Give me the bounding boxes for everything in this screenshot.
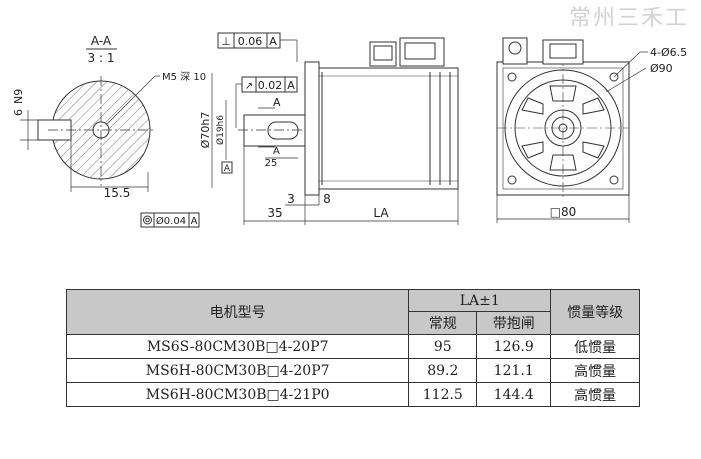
cell-model: MS6H-80CM30B□4-21P0 [65, 382, 410, 407]
cell-model: MS6H-80CM30B□4-20P7 [65, 358, 410, 383]
dim-35: 35 [267, 206, 282, 220]
header-standard: 常规 [408, 311, 478, 335]
watermark: 常州三禾工 [568, 6, 689, 31]
perpendicularity-datum: A [269, 35, 277, 48]
motor-body [318, 67, 459, 190]
cell-standard: 89.2 [408, 358, 478, 383]
datum-box: A [224, 164, 231, 174]
side-view: ⊥ 0.06 A ↗ 0.02 A A A Ø70h7 Ø19h6 A 25 [140, 32, 459, 228]
section-arrow-top: A [273, 96, 281, 109]
front-view: 4-Ø6.5 Ø90 □80 [496, 37, 687, 223]
runout-tol: 0.02 [258, 79, 283, 92]
mount-hole-bl [507, 175, 517, 185]
header-inertia: 惯量等级 [550, 289, 640, 335]
shaft-key [267, 121, 299, 140]
dim-3: 3 [287, 192, 295, 206]
mount-hole-tl [507, 72, 517, 82]
dim-la: LA [373, 206, 389, 220]
thread-note: M5 深 10 [162, 71, 206, 83]
cell-inertia: 低惯量 [550, 334, 640, 359]
cell-inertia: 高惯量 [550, 382, 640, 407]
header-model: 电机型号 [65, 289, 410, 335]
hole-count-note: 4-Ø6.5 [650, 46, 687, 59]
cell-brake: 126.9 [476, 334, 552, 359]
flange [304, 61, 320, 196]
motor-drawing: A-A 3 : 1 N9 6 M5 深 10 15.5 ⊥ 0.06 A [12, 32, 687, 228]
section-scale: 3 : 1 [88, 51, 115, 65]
mount-hole-tr [609, 72, 619, 82]
table-row: MS6S-80CM30B□4-20P7 95 126.9 低惯量 [65, 334, 640, 359]
section-arrow-bottom: A [273, 146, 280, 157]
cell-brake: 121.1 [476, 358, 552, 383]
key-depth-dim: 6 [12, 109, 25, 116]
perpendicularity-tol: 0.06 [238, 35, 263, 48]
concentricity-datum: A [191, 216, 198, 227]
shaft-diameter: Ø19h6 [215, 115, 226, 145]
header-la: LA±1 [408, 289, 552, 312]
concentricity-tol: Ø0.04 [156, 215, 186, 227]
cell-standard: 95 [408, 334, 478, 359]
section-title: A-A [91, 34, 112, 48]
cell-model: MS6S-80CM30B□4-20P7 [65, 334, 410, 359]
key-width-dim: N9 [12, 89, 25, 104]
dim-8: 8 [323, 192, 331, 206]
svg-text:⊥: ⊥ [221, 35, 231, 48]
cell-brake: 144.4 [476, 382, 552, 407]
table-row: MS6H-80CM30B□4-21P0 112.5 144.4 高惯量 [65, 382, 640, 407]
shaft-offset-dim: 15.5 [104, 186, 131, 200]
table-row: MS6H-80CM30B□4-20P7 89.2 121.1 高惯量 [65, 358, 640, 383]
cell-standard: 112.5 [408, 382, 478, 407]
flange-size: □80 [550, 205, 577, 219]
bolt-circle-note: Ø90 [650, 62, 673, 75]
key-length: 25 [265, 158, 278, 169]
header-brake: 带抱闸 [476, 311, 552, 335]
mount-hole-br [609, 175, 619, 185]
svg-text:↗: ↗ [245, 81, 253, 92]
cell-inertia: 高惯量 [550, 358, 640, 383]
section-view: A-A 3 : 1 N9 6 M5 深 10 15.5 [12, 34, 206, 200]
runout-datum: A [287, 79, 295, 92]
pilot-diameter: Ø70h7 [199, 112, 212, 149]
spec-table: 电机型号 LA±1 惯量等级 常规 带抱闸 MS6S-80CM30B□4-20P… [65, 289, 640, 407]
